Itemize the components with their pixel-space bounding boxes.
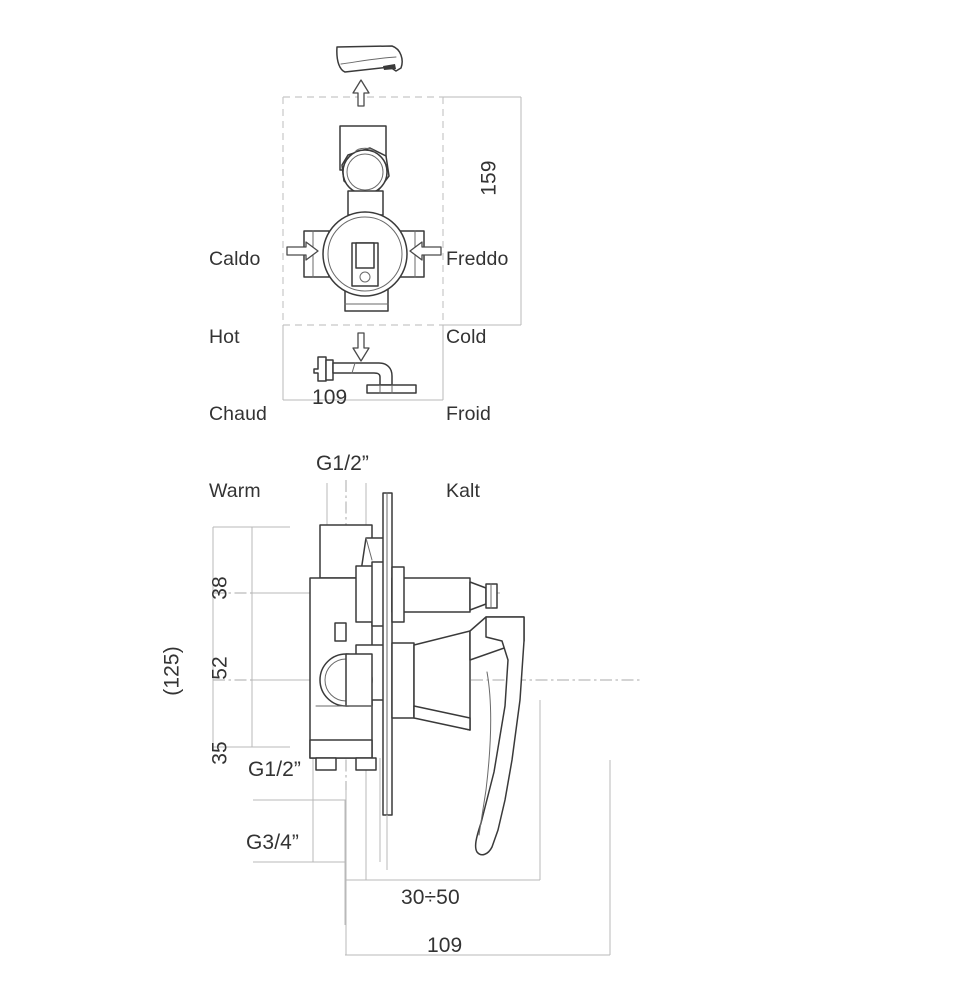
arrow-up-outlet	[352, 79, 370, 107]
port-label-g12-bottom: G1/2”	[248, 758, 302, 781]
cold-label-line-1: Cold	[446, 325, 487, 348]
dimension-label-109-top: 109	[312, 386, 348, 409]
hot-label-line-2: Chaud	[209, 402, 267, 425]
port-label-g12-top: G1/2”	[316, 452, 370, 475]
escutcheon-plate	[382, 492, 393, 870]
port-label-g34: G3/4”	[246, 831, 300, 854]
hot-label-line-0: Caldo	[209, 248, 261, 271]
hot-inlet-label: Caldo Hot Chaud Warm	[209, 196, 267, 556]
arrow-right-hot-inlet	[286, 241, 319, 261]
dimension-label-35: 35	[208, 741, 232, 765]
diverter-knob	[391, 566, 498, 623]
dimension-label-125: (125)	[160, 646, 184, 696]
cold-label-line-0: Freddo	[446, 248, 509, 271]
dimension-label-38: 38	[208, 576, 232, 600]
hot-label-line-1: Hot	[209, 325, 240, 348]
lower-port-stub	[315, 757, 377, 771]
mixer-lever-handle	[391, 616, 525, 856]
dimension-label-30-50: 30÷50	[401, 886, 460, 909]
cold-inlet-label: Freddo Cold Froid Kalt	[446, 196, 508, 556]
cold-label-line-3: Kalt	[446, 480, 481, 503]
valve-body-plan	[303, 125, 425, 312]
arrow-down-outlet	[352, 332, 370, 362]
dimension-label-159: 159	[477, 160, 501, 196]
hot-label-line-3: Warm	[209, 480, 261, 503]
shower-arm-part	[313, 356, 417, 394]
cold-label-line-2: Froid	[446, 402, 491, 425]
arrow-left-cold-inlet	[409, 241, 442, 261]
dimension-label-109-bottom: 109	[427, 934, 463, 957]
dimension-label-52: 52	[208, 656, 232, 680]
spout-outlet-part	[336, 45, 403, 73]
valve-body-section	[309, 524, 385, 759]
